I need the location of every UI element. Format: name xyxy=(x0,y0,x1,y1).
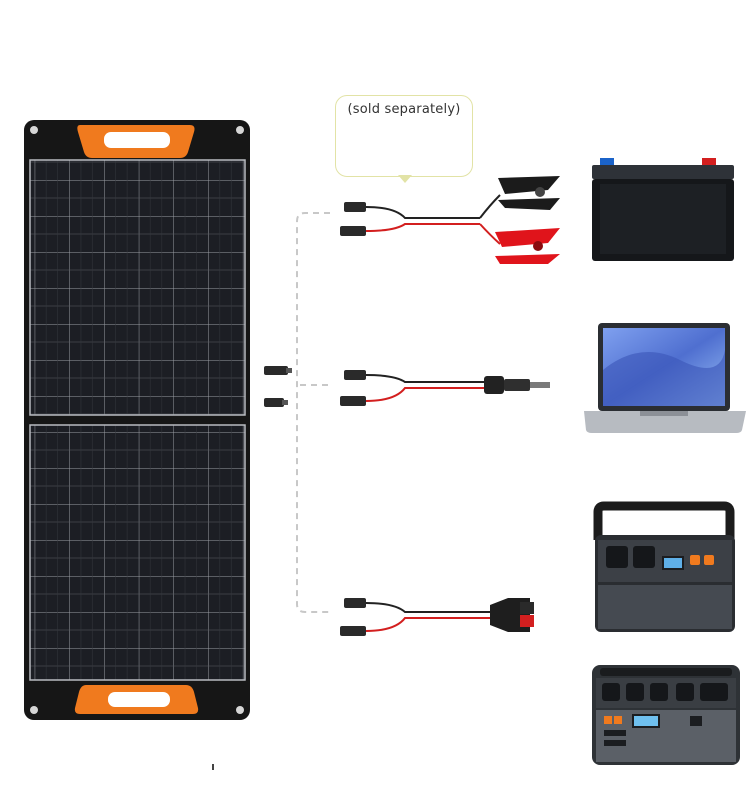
callout-label: (sold separately) xyxy=(347,102,461,117)
mc4-connector-icon xyxy=(264,366,292,407)
solar-panel-icon xyxy=(24,120,250,720)
sold-separately-callout: (sold separately) xyxy=(335,95,473,177)
portable-power-station-icon xyxy=(593,501,735,632)
stray-mark xyxy=(212,764,214,770)
large-power-station-icon xyxy=(592,665,740,765)
laptop-icon xyxy=(584,323,746,433)
dc-barrel-cable-icon xyxy=(340,370,550,406)
callout-pointer xyxy=(398,175,412,183)
car-battery-icon xyxy=(592,158,734,261)
anderson-plug-cable-icon xyxy=(340,598,534,636)
alligator-clip-cable-icon xyxy=(340,176,560,264)
